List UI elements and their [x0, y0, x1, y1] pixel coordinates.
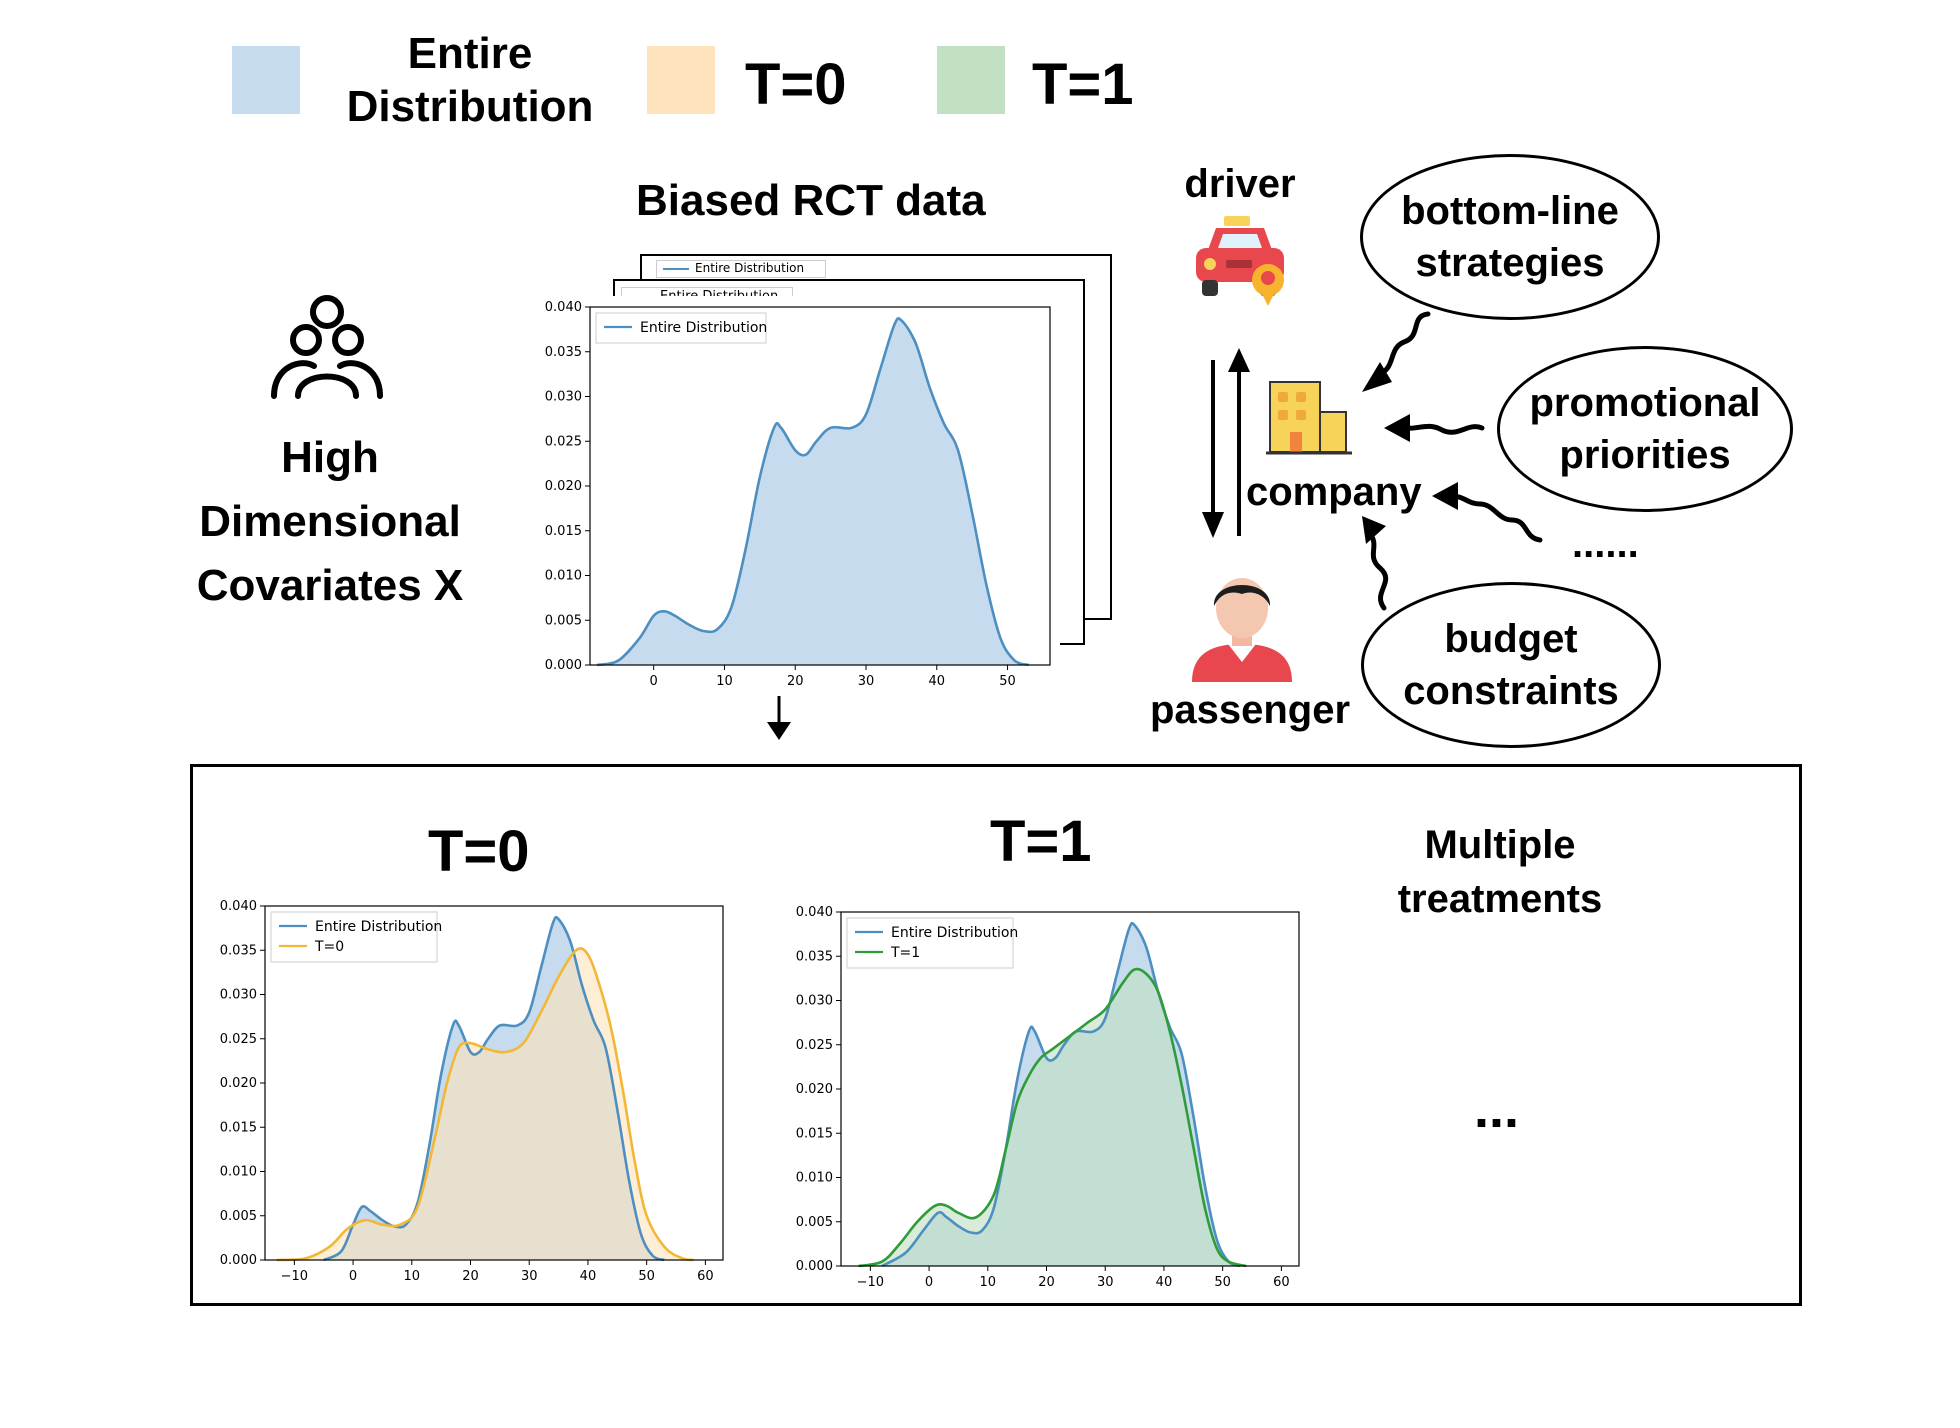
y-tick-label: 0.010 [545, 569, 582, 584]
biased-rct-chart: 0.000 0.005 0.010 0.015 0.020 0.025 0.030 0.035… [545, 300, 1051, 686]
y-tick-label: 0.035 [796, 949, 833, 964]
more-treatments-ellipsis: ... [1474, 1079, 1520, 1139]
driver-label: driver [1184, 162, 1296, 206]
legend-swatch-t0 [647, 46, 715, 114]
y-tick-label: 0.040 [545, 300, 582, 315]
legend-label-entire: Entire Distribution [346, 29, 594, 131]
factor-arrows [1362, 311, 1543, 611]
covariates-label: High Dimensional Covariates X [196, 433, 464, 610]
legend-label-t1: T=1 [1032, 52, 1134, 117]
t1-panel-title: T=1 [990, 809, 1092, 874]
series-line-0 [323, 915, 665, 1262]
multiple-treatments-label: Multiple treatments [1397, 823, 1603, 921]
x-tick-label: −10 [281, 1269, 308, 1284]
rct-back-legend-2: Entire Distribution [695, 261, 805, 275]
company-label: company [1246, 470, 1422, 514]
x-tick-label: 10 [980, 1275, 997, 1290]
y-tick-label: 0.015 [796, 1126, 833, 1141]
legend-box [846, 917, 1014, 969]
legend-entry: Entire Distribution [640, 320, 767, 336]
legend-entry: Entire Distribution [315, 919, 442, 935]
y-tick-label: 0.035 [220, 943, 257, 958]
more-factors-dots: ...... [1572, 522, 1639, 566]
t1-chart: 0.000 0.005 0.010 0.015 0.020 0.025 0.030 0.035… [796, 905, 1300, 1290]
x-tick-label: 40 [1156, 1275, 1173, 1290]
series-line-0 [596, 317, 1030, 667]
x-tick-label: 40 [928, 674, 945, 686]
legend-swatch-entire [232, 46, 300, 114]
y-tick-label: 0.020 [545, 479, 582, 494]
x-tick-label: 60 [697, 1269, 714, 1284]
y-tick-label: 0.030 [220, 988, 257, 1003]
person-icon [1192, 578, 1292, 682]
x-tick-label: 50 [638, 1269, 655, 1284]
y-tick-label: 0.040 [220, 899, 257, 914]
x-tick-label: 50 [1214, 1275, 1231, 1290]
y-tick-label: 0.025 [796, 1038, 833, 1053]
passenger-label: passenger [1149, 688, 1351, 732]
t0-panel-title: T=0 [428, 819, 530, 884]
x-tick-label: 20 [1038, 1275, 1055, 1290]
legend-label-t0: T=0 [745, 52, 847, 117]
y-tick-label: 0.015 [545, 524, 582, 539]
series-line-1 [276, 947, 694, 1262]
x-tick-label: 10 [404, 1269, 421, 1284]
y-tick-label: 0.000 [796, 1259, 833, 1274]
x-tick-label: 20 [787, 674, 804, 686]
driver-company-arrows [1202, 348, 1250, 538]
y-tick-label: 0.015 [220, 1120, 257, 1135]
t0-chart: 0.000 0.005 0.010 0.015 0.020 0.025 0.030 0.035… [220, 899, 724, 1284]
legend-entry: T=0 [314, 939, 344, 955]
y-tick-label: 0.020 [220, 1076, 257, 1091]
y-tick-label: 0.010 [220, 1165, 257, 1180]
promotional-priorities-bubble: promotional priorities [1497, 346, 1793, 512]
series-area-0 [597, 318, 1029, 665]
y-tick-label: 0.030 [796, 994, 833, 1009]
rct-title: Biased RCT data [636, 176, 986, 225]
y-tick-label: 0.040 [796, 905, 833, 920]
x-tick-label: 0 [650, 674, 658, 686]
y-tick-label: 0.010 [796, 1171, 833, 1186]
x-tick-label: 30 [1097, 1275, 1114, 1290]
people-group-icon [271, 295, 383, 399]
legend-box [270, 911, 438, 963]
series-line-1 [858, 967, 1247, 1268]
x-tick-label: 0 [349, 1269, 357, 1284]
y-tick-label: 0.035 [545, 345, 582, 360]
bottom-line-strategies-bubble: bottom-line strategies [1360, 154, 1660, 320]
building-icon [1266, 381, 1352, 455]
treatments-panel [190, 764, 1802, 1306]
series-area-1 [276, 948, 694, 1260]
x-tick-label: 10 [716, 674, 733, 686]
x-tick-label: 0 [925, 1275, 933, 1290]
y-tick-label: 0.005 [220, 1209, 257, 1224]
x-tick-label: 30 [521, 1269, 538, 1284]
series-area-1 [858, 969, 1247, 1266]
y-tick-label: 0.000 [545, 658, 582, 673]
budget-constraints-bubble: budget constraints [1361, 582, 1661, 748]
y-tick-label: 0.005 [545, 613, 582, 628]
down-arrow [767, 696, 791, 740]
x-tick-label: 30 [858, 674, 875, 686]
y-tick-label: 0.020 [796, 1082, 833, 1097]
y-tick-label: 0.025 [220, 1032, 257, 1047]
x-tick-label: 50 [999, 674, 1016, 686]
y-tick-label: 0.030 [545, 390, 582, 405]
taxi-icon [1196, 216, 1284, 306]
x-tick-label: 40 [580, 1269, 597, 1284]
x-tick-label: 60 [1273, 1275, 1290, 1290]
x-tick-label: 20 [462, 1269, 479, 1284]
legend-swatch-t1 [937, 46, 1005, 114]
legend-entry: Entire Distribution [891, 925, 1018, 941]
legend-entry: T=1 [890, 945, 920, 961]
x-tick-label: −10 [857, 1275, 884, 1290]
y-tick-label: 0.000 [220, 1253, 257, 1268]
series-line-0 [881, 921, 1241, 1268]
y-tick-label: 0.025 [545, 434, 582, 449]
y-tick-label: 0.005 [796, 1215, 833, 1230]
